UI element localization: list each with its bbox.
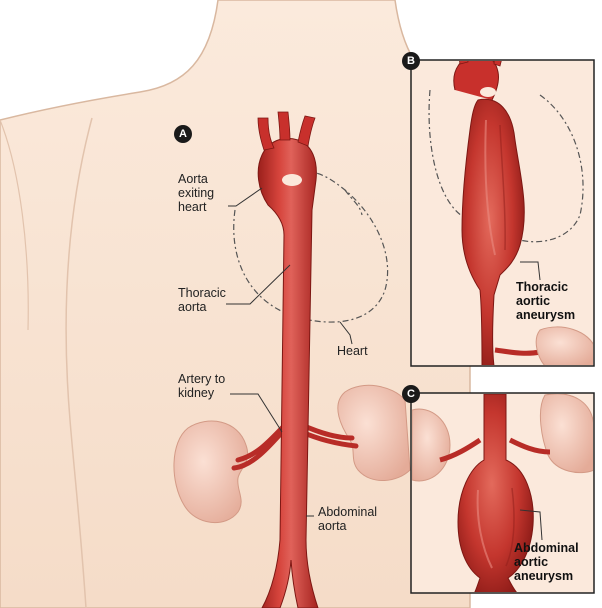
label-thoracic-aorta: Thoracic aorta bbox=[178, 286, 226, 314]
label-thoracic-aortic-aneurysm: Thoracic aortic aneurysm bbox=[516, 280, 575, 322]
panel-a-badge: A bbox=[174, 125, 192, 143]
label-artery-to-kidney: Artery to kidney bbox=[178, 372, 225, 400]
panel-b-badge: B bbox=[402, 52, 420, 70]
left-kidney bbox=[174, 421, 248, 523]
panel-c-badge: C bbox=[402, 385, 420, 403]
label-abdominal-aortic-aneurysm: Abdominal aortic aneurysm bbox=[514, 541, 579, 583]
label-heart: Heart bbox=[337, 344, 368, 358]
label-aorta-exiting-heart: Aorta exiting heart bbox=[178, 172, 214, 214]
label-abdominal-aorta: Abdominal aorta bbox=[318, 505, 377, 533]
